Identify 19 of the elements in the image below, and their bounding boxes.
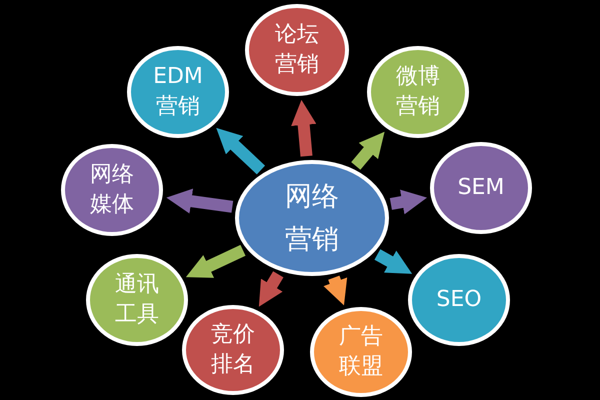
circle-node: 论坛营销 [245,4,349,96]
circle-node: 竞价排名 [182,305,284,395]
arrow [374,249,412,274]
arrow [390,190,428,214]
circle-node: SEO [408,254,510,346]
circle-node: SEM [430,142,532,234]
circle-node: 广告联盟 [310,307,412,397]
circle-node: EDM营销 [127,46,229,138]
arrow [291,100,316,157]
circle-node: 网络媒体 [61,144,163,236]
arrow [351,132,385,170]
arrow [216,128,266,174]
arrow [258,271,284,307]
circle-node: 微博营销 [367,46,469,138]
arrow [166,188,234,214]
circle-node: 通讯工具 [86,254,188,346]
arrow [323,276,348,306]
arrow [186,244,246,278]
circle-node: 网络营销 [235,160,389,276]
